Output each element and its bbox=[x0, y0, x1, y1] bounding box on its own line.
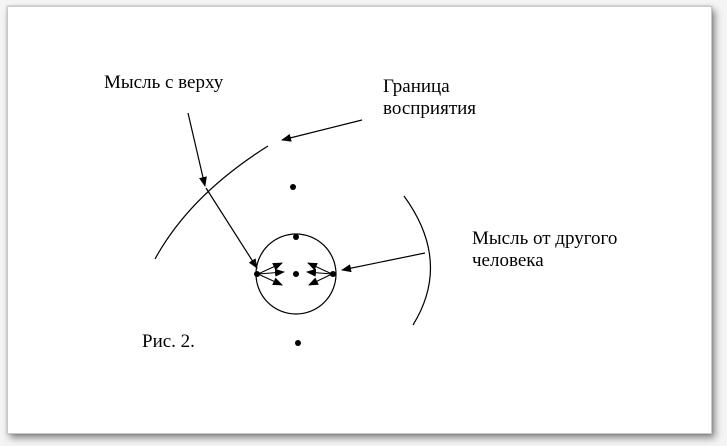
dot-circle-left bbox=[254, 271, 260, 277]
label-perception-boundary: Граница восприятия bbox=[383, 76, 476, 120]
inner-arrows-left bbox=[257, 262, 285, 286]
figure-caption: Рис. 2. bbox=[142, 331, 195, 352]
inner-arrows-right bbox=[306, 262, 333, 286]
dot-top-outer bbox=[290, 184, 296, 190]
label-thought-from-above: Мысль с верху bbox=[104, 72, 224, 93]
label-other-line-2: человека bbox=[472, 250, 544, 271]
figure-frame bbox=[7, 6, 712, 434]
dot-circle-top bbox=[293, 234, 299, 240]
thought-other-arrow bbox=[341, 252, 426, 273]
thought-above-arrow-2 bbox=[205, 187, 258, 269]
thought-above-arrow-1 bbox=[187, 112, 207, 187]
label-other-line-1: Мысль от другого bbox=[472, 228, 618, 249]
perception-boundary-arc bbox=[154, 145, 269, 260]
other-person-boundary-arc bbox=[403, 195, 432, 326]
label-boundary-line-1: Граница bbox=[383, 76, 450, 97]
dot-bottom-outer bbox=[295, 340, 301, 346]
label-boundary-line-2: восприятия bbox=[383, 98, 477, 119]
boundary-pointer-arrow bbox=[281, 119, 363, 142]
dot-circle-right bbox=[330, 271, 336, 277]
label-thought-from-other-person: Мысль от другого человека bbox=[472, 228, 617, 272]
dot-center bbox=[293, 271, 299, 277]
